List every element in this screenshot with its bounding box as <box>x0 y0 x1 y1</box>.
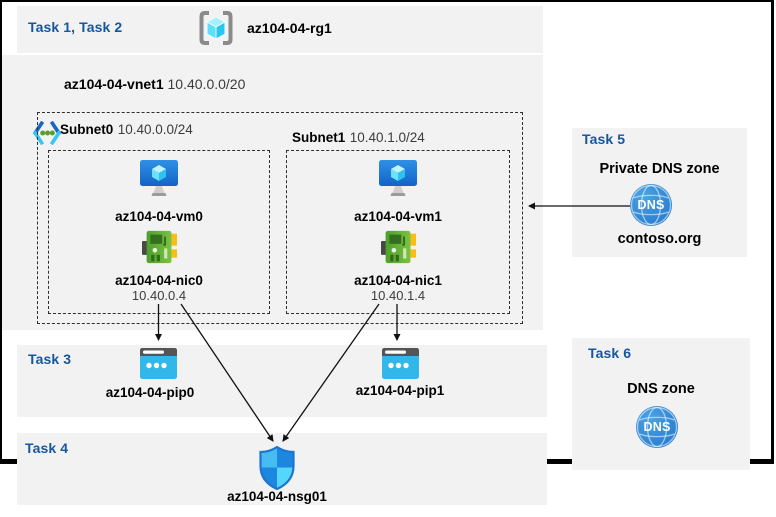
nic0-ip: 10.40.0.4 <box>131 288 187 303</box>
pip1-name: az104-04-pip1 <box>355 383 445 398</box>
subnet0-box: az104-04-vm0 az104-04-nic0 10.40.0.4 <box>48 150 270 314</box>
vnet-panel: az104-04-vnet1 10.40.0.0/20 <box>2 55 543 330</box>
task3-panel: Task 3 <box>17 345 547 417</box>
resource-group-name: az104-04-rg1 <box>247 20 332 36</box>
task12-label: Task 1, Task 2 <box>28 19 123 35</box>
nic1-icon <box>380 230 417 270</box>
subnet0-title: Subnet0 10.40.0.0/24 <box>60 121 193 139</box>
task3-label: Task 3 <box>28 351 72 367</box>
task12-panel: Task 1, Task 2 az104-04-rg1 <box>17 6 543 53</box>
pip1-icon <box>382 348 419 384</box>
subnet0-cidr: 10.40.0.0/24 <box>117 122 193 137</box>
task6-panel: Task 6 DNS zone DNS <box>572 338 750 470</box>
vm1-icon <box>376 160 420 205</box>
private-dns-icon: DNS <box>630 184 672 226</box>
pip0-icon <box>140 348 177 384</box>
subnet1-cidr: 10.40.1.0/24 <box>349 130 425 145</box>
vm0-name: az104-04-vm0 <box>115 209 203 224</box>
nsg-name: az104-04-nsg01 <box>227 489 327 504</box>
dns-zone-icon-text: DNS <box>643 420 671 434</box>
nic0-name: az104-04-nic0 <box>115 273 203 288</box>
dns-zone-icon: DNS <box>636 406 678 448</box>
subnet1-box: az104-04-vm1 az104-04-nic1 10.40.1.4 <box>286 150 510 314</box>
private-dns-zone-title: Private DNS zone <box>599 161 720 177</box>
resource-group-icon <box>197 9 235 52</box>
vnet-icon <box>32 120 62 150</box>
vnet-name: az104-04-vnet1 <box>64 76 164 92</box>
vm1-name: az104-04-vm1 <box>354 209 442 224</box>
vm0-icon <box>137 160 181 205</box>
nic0-icon <box>141 230 178 270</box>
vnet-title: az104-04-vnet1 10.40.0.0/20 <box>64 76 245 92</box>
task5-label: Task 5 <box>582 131 626 147</box>
subnet1-title: Subnet1 10.40.1.0/24 <box>292 129 425 147</box>
nic1-ip: 10.40.1.4 <box>370 288 426 303</box>
dns-zone-title: DNS zone <box>627 381 695 397</box>
vnet-cidr: 10.40.0.0/20 <box>167 76 246 92</box>
nic1-name: az104-04-nic1 <box>354 273 442 288</box>
task4-label: Task 4 <box>25 440 69 456</box>
private-dns-zone-name: contoso.org <box>617 231 702 247</box>
pip0-name: az104-04-pip0 <box>105 385 195 400</box>
private-dns-icon-text: DNS <box>637 198 665 212</box>
subnet0-name: Subnet0 <box>60 122 114 137</box>
task6-label: Task 6 <box>588 345 632 361</box>
subnet1-name: Subnet1 <box>292 130 346 145</box>
subnets-container <box>37 112 523 324</box>
task5-panel: Task 5 Private DNS zone DNS contoso.org <box>572 128 747 257</box>
nsg-shield-icon <box>259 445 295 495</box>
